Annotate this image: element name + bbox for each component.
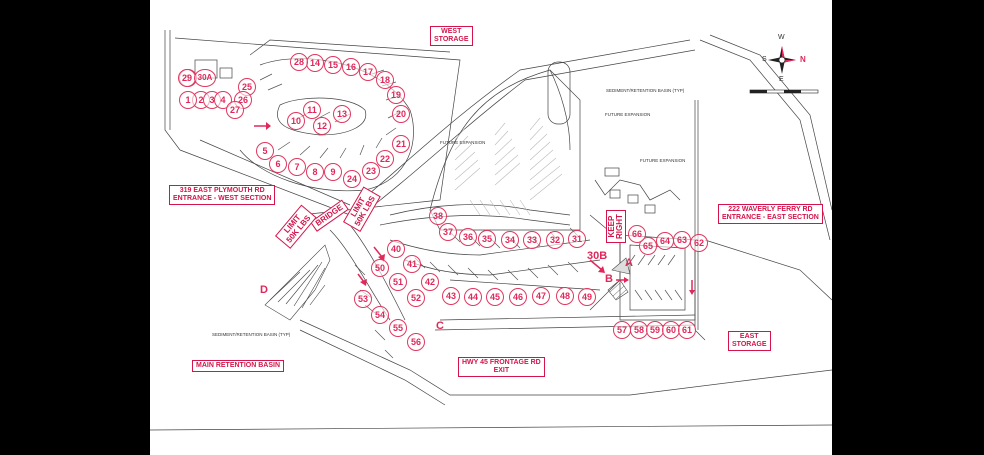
lot-marker[interactable]: 36	[459, 228, 477, 246]
lot-marker[interactable]: 31	[568, 230, 586, 248]
lot-marker[interactable]: 14	[306, 54, 324, 72]
compass-rose	[768, 46, 796, 74]
compass-w-label: W	[778, 34, 785, 41]
lot-marker[interactable]: 23	[362, 162, 380, 180]
lot-marker[interactable]: 49	[578, 288, 596, 306]
lot-marker[interactable]: 50	[371, 259, 389, 277]
lot-marker[interactable]: 12	[313, 117, 331, 135]
lot-marker[interactable]: 66	[628, 225, 646, 243]
lot-marker[interactable]: 27	[226, 101, 244, 119]
lot-marker[interactable]: 35	[478, 230, 496, 248]
lot-marker[interactable]: 28	[290, 53, 308, 71]
lot-marker[interactable]: 8	[306, 163, 324, 181]
lot-marker[interactable]: 62	[690, 234, 708, 252]
lot-marker[interactable]: 1	[179, 91, 197, 109]
future-expansion-note-1: FUTURE EXPANSION	[440, 140, 486, 145]
lot-marker[interactable]: 56	[407, 333, 425, 351]
future-expansion-note-3: FUTURE EXPANSION	[640, 158, 686, 163]
lot-marker[interactable]: 47	[532, 287, 550, 305]
lot-marker[interactable]: 52	[407, 289, 425, 307]
lot-marker[interactable]: 53	[354, 290, 372, 308]
lot-marker[interactable]: 22	[376, 150, 394, 168]
lot-marker[interactable]: 19	[387, 86, 405, 104]
lot-marker[interactable]: 34	[501, 231, 519, 249]
lot-marker[interactable]: 42	[421, 273, 439, 291]
lot-marker[interactable]: 32	[546, 231, 564, 249]
lot-marker[interactable]: 13	[333, 105, 351, 123]
lot-marker[interactable]: 24	[343, 170, 361, 188]
marker-a: A	[625, 257, 633, 269]
lot-marker[interactable]: 7	[288, 158, 306, 176]
lot-marker[interactable]: 46	[509, 288, 527, 306]
lot-marker[interactable]: 11	[303, 101, 321, 119]
lot-marker[interactable]: 15	[324, 56, 342, 74]
lot-marker[interactable]: 30A	[194, 69, 216, 87]
lot-marker[interactable]: 55	[389, 319, 407, 337]
lot-marker[interactable]: 5	[256, 142, 274, 160]
lot-marker[interactable]: 16	[342, 58, 360, 76]
lot-marker[interactable]: 18	[376, 71, 394, 89]
lot-marker[interactable]: 44	[464, 288, 482, 306]
lot-marker[interactable]: 51	[389, 273, 407, 291]
lot-marker[interactable]: 45	[486, 288, 504, 306]
compass-s-label: S	[762, 56, 767, 63]
lot-marker[interactable]: 37	[439, 223, 457, 241]
lot-marker[interactable]: 63	[673, 231, 691, 249]
lot-marker[interactable]: 61	[678, 321, 696, 339]
marker-b: B	[605, 273, 613, 285]
lot-marker[interactable]: 40	[387, 240, 405, 258]
compass-e-label: E	[779, 76, 784, 83]
site-linework	[150, 30, 832, 431]
lot-marker[interactable]: 38	[429, 207, 447, 225]
lot-marker[interactable]: 10	[287, 112, 305, 130]
lot-marker[interactable]: 59	[646, 321, 664, 339]
compass-n-label: N	[800, 55, 806, 64]
lot-marker[interactable]: 21	[392, 135, 410, 153]
lot-marker[interactable]: 65	[639, 237, 657, 255]
sediment-basin-note-1: SEDIMENT/RETENTION BASIN (TYP)	[606, 88, 685, 93]
lot-marker[interactable]: 64	[656, 232, 674, 250]
lot-marker[interactable]: 41	[403, 255, 421, 273]
lot-marker[interactable]: 54	[371, 306, 389, 324]
future-expansion-note-2: FUTURE EXPANSION	[605, 112, 651, 117]
lot-marker[interactable]: 43	[442, 287, 460, 305]
marker-30b: 30B	[587, 250, 608, 262]
lot-marker[interactable]: 17	[359, 63, 377, 81]
lot-marker[interactable]: 6	[269, 155, 287, 173]
lot-marker[interactable]: 20	[392, 105, 410, 123]
lot-marker[interactable]: 33	[523, 231, 541, 249]
main-retention-basin-label: MAIN RETENTION BASIN	[192, 360, 284, 372]
sediment-basin-note-2: SEDIMENT/RETENTION BASIN (TYP)	[212, 332, 291, 337]
lot-marker[interactable]: 9	[324, 163, 342, 181]
lot-marker[interactable]: 57	[613, 321, 631, 339]
lot-marker[interactable]: 48	[556, 287, 574, 305]
marker-d: D	[260, 284, 268, 296]
marker-c: C	[436, 320, 444, 332]
